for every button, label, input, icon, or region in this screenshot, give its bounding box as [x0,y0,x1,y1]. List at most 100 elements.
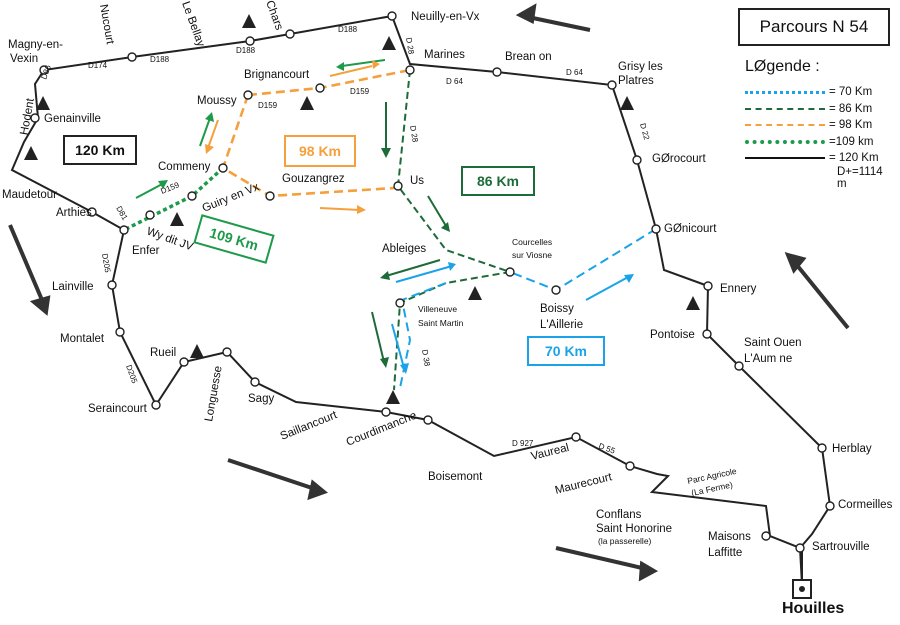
town-label: Rueil [150,347,176,359]
town-label: Saint Ouen [744,337,802,349]
town-label: Chars [263,0,285,32]
climb-icon [386,390,400,404]
svg-text:D188: D188 [236,46,256,55]
direction-arrows [8,3,850,582]
town-nodes [30,11,835,553]
town-label: GØrocourt [652,153,706,165]
route-98km [221,94,395,198]
route-109km [123,166,225,232]
town-label: Vaureal [530,442,571,463]
distance-box-86: 86 Km [461,166,535,196]
town-label: (la passerelle) [598,536,652,546]
route-86km [393,69,511,391]
town-label: Saillancourt [279,409,340,443]
town-label: Gouzangrez [282,173,345,185]
climb-icon [300,96,314,110]
town-label: Montalet [60,333,105,345]
distance-box-70: 70 Km [527,336,605,366]
town-label: L'Aillerie [540,319,583,331]
town-label: Us [410,175,424,187]
town-label: Le Bellay [179,0,207,49]
elevation-gain: D+=1114 m [837,165,883,190]
town-label: Seraincourt [88,403,148,415]
town-label: Magny-en- [8,39,63,51]
svg-text:D188: D188 [150,55,170,64]
town-label: Herblay [832,443,872,455]
town-label: Saint Honorine [596,523,672,535]
legend-item-109: =109 km [745,134,895,151]
climb-icon [242,14,256,28]
legend-item-70: = 70 Km [745,84,895,101]
town-label: Villeneuve [418,304,457,314]
climb-icons [24,14,700,404]
svg-text:D159: D159 [258,101,278,110]
town-label: Maudetour [2,189,57,201]
svg-text:D 38: D 38 [420,349,432,368]
legend-item-98: = 98 Km [745,117,895,134]
svg-text:D 927: D 927 [512,439,534,448]
town-label: Genainville [44,113,101,125]
town-label: Longuesse [203,365,225,423]
legend-item-120: = 120 Km [745,150,895,167]
town-label: Sagy [248,393,274,405]
town-label: Boissy [540,303,574,315]
town-label: Maisons [708,531,751,543]
route-120km-east [391,15,832,549]
svg-text:D86: D86 [39,63,53,80]
route-70km-b [399,282,447,389]
climb-icon [620,96,634,110]
town-label: Moussy [197,95,237,107]
town-label: Ennery [720,283,757,295]
town-label: Sartrouville [812,541,870,553]
town-label: Neuilly-en-Vx [411,11,480,23]
town-label: GØnicourt [664,223,717,235]
town-label: Marines [424,49,465,61]
legend: LØgende : = 70 Km = 86 Km = 98 Km =109 k… [745,58,895,190]
town-label: Courcelles [512,237,552,247]
town-label: Ableiges [382,243,426,255]
svg-text:D81: D81 [114,205,129,223]
town-label: Brignancourt [244,69,310,81]
svg-text:D174: D174 [88,61,108,70]
svg-text:D 28: D 28 [408,125,420,144]
climb-icon [468,286,482,300]
town-label: sur Viosne [512,250,552,260]
town-label: Commeny [158,161,211,173]
town-label: Guiry en Vx [201,181,261,215]
town-label: Laffitte [708,547,742,559]
town-label: Pontoise [650,329,695,341]
town-label: Nucourt [97,3,116,46]
town-label: Vexin [10,53,38,65]
svg-text:D 28: D 28 [404,37,416,56]
svg-text:D 64: D 64 [446,77,463,86]
svg-text:D 64: D 64 [566,68,583,77]
route-direction-markers [135,59,634,374]
town-label: Boisemont [428,471,483,483]
town-label: Enfer [132,245,160,257]
town-label: Brean on [505,51,552,63]
town-label: Arthies [56,207,92,219]
route-title: Parcours N 54 [738,8,890,46]
road-labels: D86 D174 D188 D188 D188 D 28 D 28 D 64 D… [39,25,651,456]
town-label: Conflans [596,509,642,521]
distance-box-120: 120 Km [63,135,137,165]
svg-text:D188: D188 [338,25,358,34]
town-label: Lainville [52,281,94,293]
svg-text:D159: D159 [350,87,370,96]
town-label: Cormeilles [838,499,893,511]
town-label: Platres [618,75,654,87]
distance-box-98: 98 Km [284,135,356,167]
start-city-label: Houilles [782,600,845,617]
climb-icon [382,36,396,50]
town-label: Grisy les [618,61,663,73]
route-120km [10,15,803,586]
svg-text:D 22: D 22 [638,122,651,141]
legend-item-86: = 86 Km [745,101,895,118]
town-label: L'Aum ne [744,353,792,365]
climb-icon [170,212,184,226]
town-label: Maurecourt [554,471,614,497]
town-label: Saint Martin [418,318,464,328]
climb-icon [190,344,204,358]
legend-title: LØgende : [745,58,820,75]
